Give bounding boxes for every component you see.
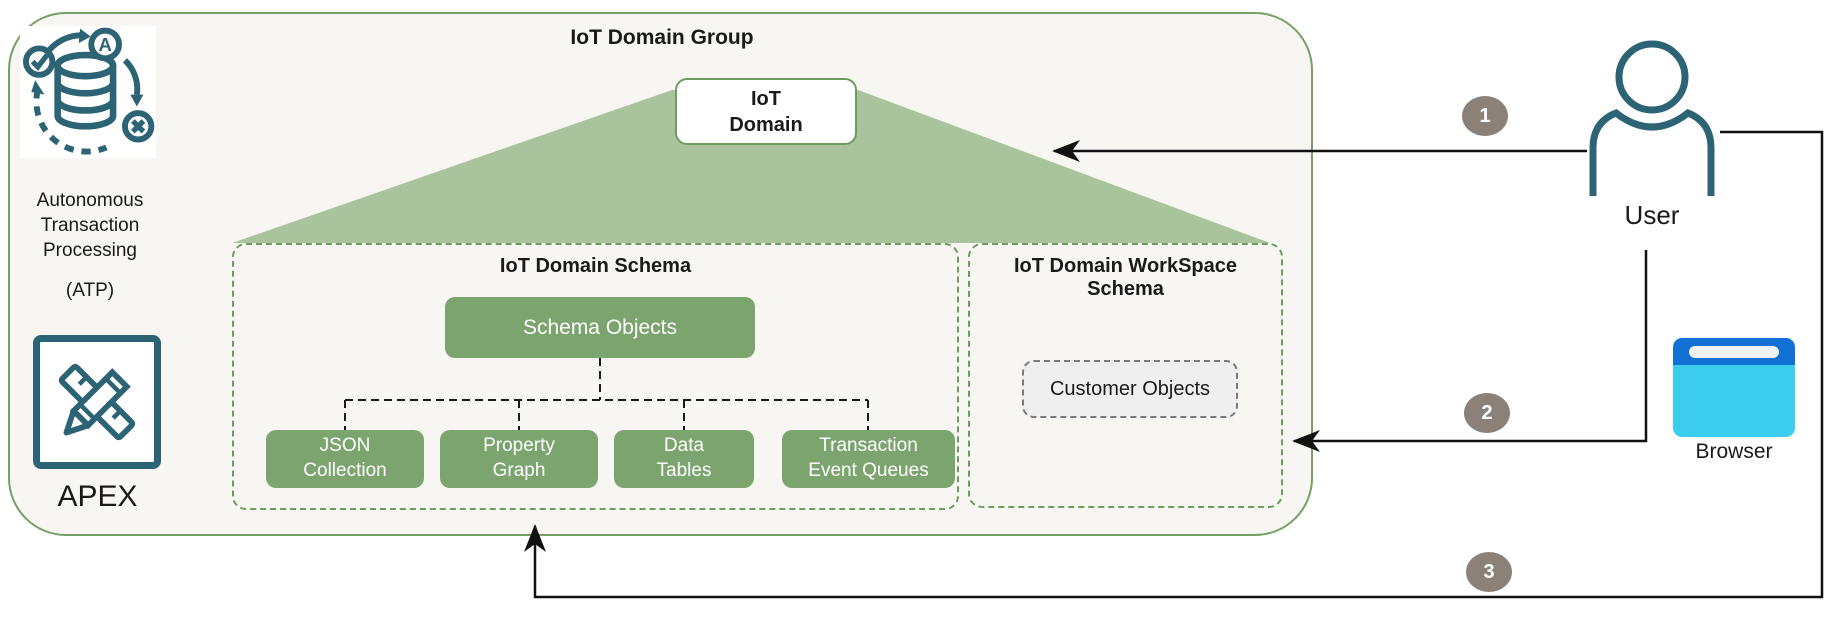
- data-tables-box: Data Tables: [614, 430, 754, 488]
- autonomous-database-icon: A: [22, 27, 155, 155]
- workspace-schema-title: IoT Domain WorkSpace Schema: [1013, 255, 1237, 300]
- atp-icon: A: [20, 26, 156, 158]
- browser-label: Browser: [1695, 440, 1773, 463]
- user-label: User: [1624, 200, 1680, 230]
- group-title: IoT Domain Group: [570, 26, 754, 49]
- browser-viewport: [1673, 365, 1795, 437]
- json-collection-box: JSON Collection: [266, 430, 424, 488]
- step-badge-2: 2: [1464, 393, 1510, 433]
- person-icon: [1589, 40, 1715, 196]
- transaction-event-queues-box: Transaction Event Queues: [782, 430, 955, 488]
- iot-domain-box-label: IoT Domain: [729, 87, 803, 136]
- step-badge-1: 1: [1462, 96, 1508, 136]
- property-graph-box: Property Graph: [440, 430, 598, 488]
- iot-domain-box: IoT Domain: [675, 78, 857, 145]
- apex-icon: [33, 335, 161, 469]
- iot-domain-schema-title: IoT Domain Schema: [499, 255, 692, 277]
- customer-objects-box: Customer Objects: [1022, 360, 1238, 418]
- svg-text:A: A: [98, 34, 111, 55]
- browser-address-bar: [1689, 346, 1779, 358]
- atp-abbr: (ATP): [65, 280, 115, 301]
- apex-label: APEX: [57, 480, 138, 513]
- pencil-ruler-icon: [58, 363, 136, 441]
- step-badge-3: 3: [1466, 552, 1512, 592]
- atp-label: Autonomous Transaction Processing: [36, 190, 144, 262]
- schema-objects-box: Schema Objects: [445, 297, 755, 358]
- browser-titlebar: [1673, 338, 1795, 365]
- browser-window-icon: [1673, 338, 1795, 437]
